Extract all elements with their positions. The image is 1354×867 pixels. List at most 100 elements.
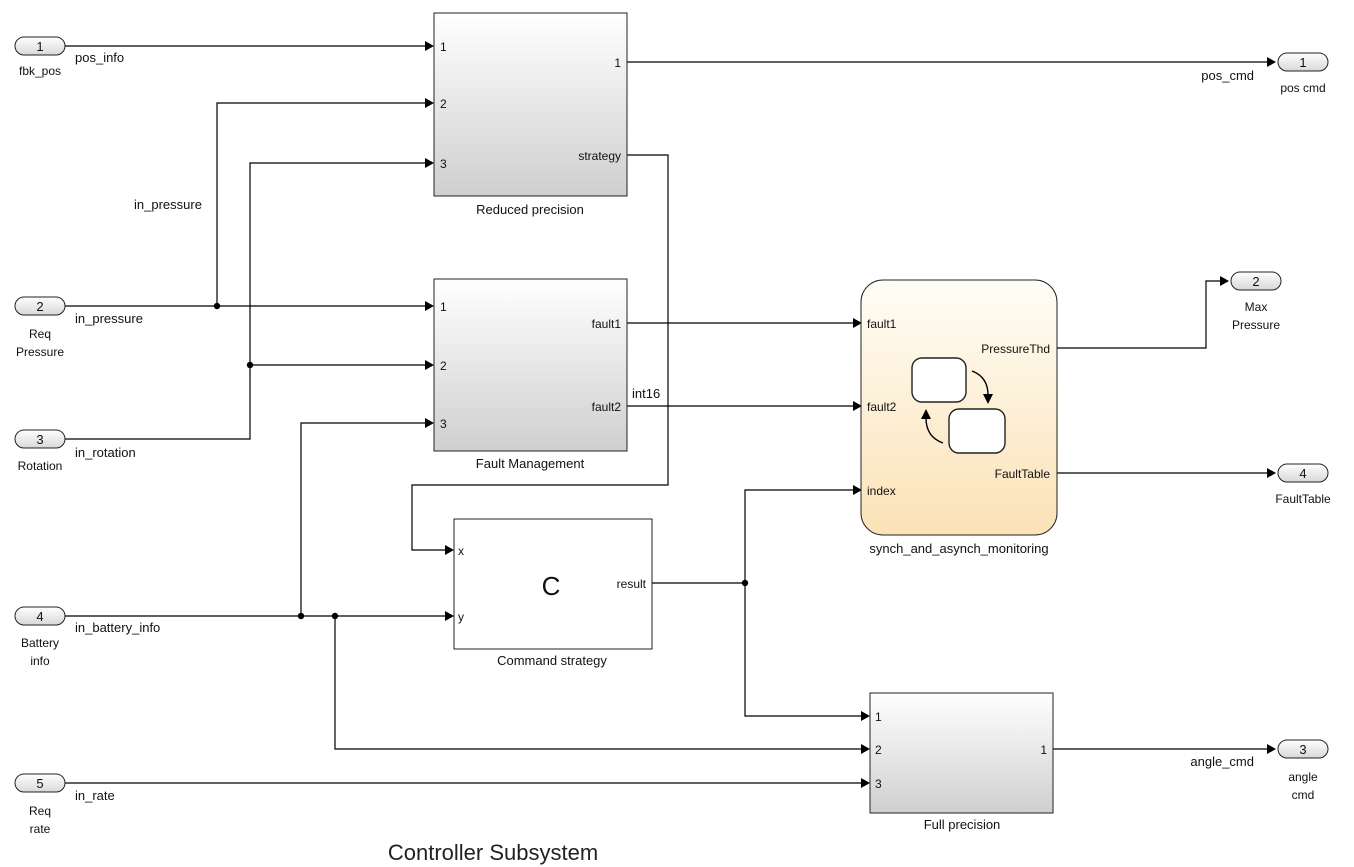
arrowhead <box>861 778 870 788</box>
block-in-port-label: fault2 <box>867 400 897 414</box>
block-command-strategy[interactable]: x y result C Command strategy <box>453 518 653 668</box>
block-stateflow-chart[interactable]: fault1 fault2 index PressureThd FaultTab… <box>860 279 1058 556</box>
inport-3[interactable]: 3 Rotation <box>14 429 66 473</box>
block-in-port-label: 3 <box>440 157 447 171</box>
outport-2[interactable]: 2 Max Pressure <box>1230 271 1282 332</box>
outport-oval[interactable] <box>1277 52 1329 72</box>
inport-name: fbk_pos <box>19 64 61 78</box>
junction-dot <box>297 612 305 620</box>
wire-result-index[interactable] <box>744 489 853 583</box>
block-name: Fault Management <box>476 456 585 471</box>
signal-label-pos-cmd: pos_cmd <box>1201 68 1254 83</box>
signal-label-in-rotation: in_rotation <box>75 445 136 460</box>
block-in-port-label: 1 <box>440 300 447 314</box>
block-body[interactable] <box>433 278 628 452</box>
arrowhead <box>425 41 434 51</box>
inport-number: 1 <box>36 39 43 54</box>
block-body[interactable] <box>860 279 1058 536</box>
block-name: synch_and_asynch_monitoring <box>869 541 1048 556</box>
inport-oval[interactable] <box>14 36 66 56</box>
inport-oval[interactable] <box>14 429 66 449</box>
block-out-port-label: 1 <box>1040 743 1047 757</box>
block-out-port-label: FaultTable <box>995 467 1051 481</box>
block-in-port-label: 2 <box>440 97 447 111</box>
transition-arrow <box>971 370 989 396</box>
outport-number: 2 <box>1252 274 1259 289</box>
wire-battery-branch-full[interactable] <box>334 616 861 750</box>
junction-dot <box>331 612 339 620</box>
arrowhead <box>853 318 862 328</box>
inport-oval[interactable] <box>14 773 66 793</box>
block-full-precision[interactable]: 1 2 3 1 Full precision <box>869 692 1054 832</box>
inport-name-line1: Battery <box>21 636 59 650</box>
inport-2[interactable]: 2 Req Pressure <box>14 296 66 359</box>
outport-name-line1: angle <box>1288 770 1318 784</box>
block-in-port-label: 3 <box>875 777 882 791</box>
block-in-port-label: 1 <box>440 40 447 54</box>
outport-4[interactable]: 4 FaultTable <box>1275 463 1331 506</box>
inport-name-line1: Req <box>29 804 51 818</box>
inport-name: Rotation <box>18 459 63 473</box>
arrowhead <box>861 744 870 754</box>
inport-5[interactable]: 5 Req rate <box>14 773 66 836</box>
arrowhead <box>853 401 862 411</box>
wire-pressure-thd[interactable] <box>1057 280 1220 349</box>
wire-result-full[interactable] <box>744 583 861 717</box>
block-out-port-label: strategy <box>578 149 621 163</box>
arrowhead <box>425 158 434 168</box>
transition-arrowhead <box>983 394 993 404</box>
block-out-port-label: result <box>617 577 647 591</box>
state-box <box>948 408 1006 454</box>
block-body[interactable] <box>869 692 1054 814</box>
block-in-port-label: 1 <box>875 710 882 724</box>
block-body[interactable] <box>433 12 628 197</box>
signal-label-pos-info: pos_info <box>75 50 124 65</box>
wire-battery-branch-fault[interactable] <box>300 422 425 616</box>
arrowhead <box>1267 468 1276 478</box>
block-out-port-label: fault1 <box>592 317 622 331</box>
outport-3[interactable]: 3 angle cmd <box>1277 739 1329 802</box>
wires <box>65 45 1267 784</box>
wire-strategy[interactable] <box>411 154 669 551</box>
wire-in-pressure-branch[interactable] <box>216 102 425 306</box>
block-fault-management[interactable]: 1 2 3 fault1 fault2 Fault Management <box>433 278 628 471</box>
inport-1[interactable]: 1 fbk_pos <box>14 36 66 78</box>
block-name: Command strategy <box>497 653 607 668</box>
arrowhead <box>425 418 434 428</box>
block-reduced-precision[interactable]: 1 2 3 1 strategy Reduced precision <box>433 12 628 217</box>
outport-1[interactable]: 1 pos cmd <box>1277 52 1329 95</box>
arrowhead <box>1267 57 1276 67</box>
outport-oval[interactable] <box>1277 463 1329 483</box>
signal-label-angle-cmd: angle_cmd <box>1190 754 1254 769</box>
outport-name-line2: Pressure <box>1232 318 1280 332</box>
outport-oval[interactable] <box>1277 739 1329 759</box>
transition-arrow <box>925 417 944 444</box>
arrowhead <box>425 98 434 108</box>
inport-oval[interactable] <box>14 606 66 626</box>
block-in-port-label: y <box>458 610 464 624</box>
junction-dot <box>741 579 749 587</box>
outport-name-line1: Max <box>1245 300 1268 314</box>
block-in-port-label: 3 <box>440 417 447 431</box>
inport-oval[interactable] <box>14 296 66 316</box>
outport-oval[interactable] <box>1230 271 1282 291</box>
wire-in-rotation[interactable] <box>65 162 425 440</box>
signal-label-in-rate: in_rate <box>75 788 115 803</box>
block-symbol: C <box>542 571 561 601</box>
block-body[interactable] <box>453 518 653 650</box>
junction-dot <box>246 361 254 369</box>
state-box <box>911 357 967 403</box>
transition-arrowhead <box>921 409 931 419</box>
block-out-port-label: 1 <box>614 56 621 70</box>
arrowhead <box>1220 276 1229 286</box>
block-out-port-label: fault2 <box>592 400 622 414</box>
stateflow-icon <box>911 357 1006 454</box>
signal-label-int16: int16 <box>632 386 660 401</box>
inport-name-line1: Req <box>29 327 51 341</box>
outport-name-line2: cmd <box>1292 788 1315 802</box>
junction-dot <box>213 302 221 310</box>
inport-4[interactable]: 4 Battery info <box>14 606 66 668</box>
signal-label-in-battery-info: in_battery_info <box>75 620 160 635</box>
block-in-port-label: index <box>867 484 896 498</box>
arrowheads <box>425 41 1276 788</box>
